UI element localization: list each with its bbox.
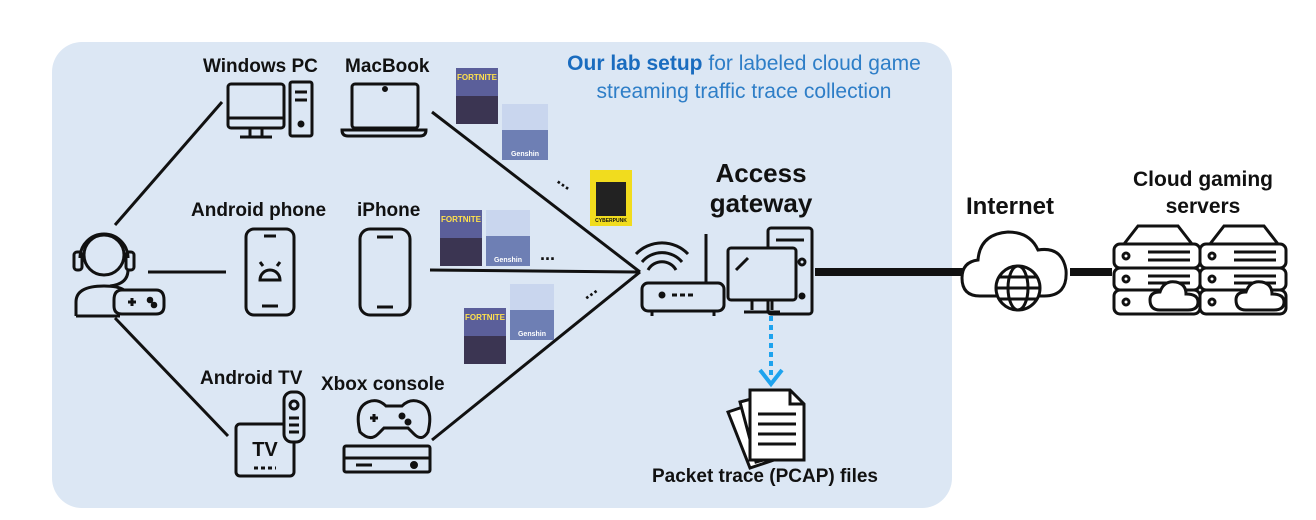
title-rest: for labeled cloud game streaming traffic… — [596, 52, 921, 103]
cover-genshin-1: Genshin — [502, 104, 548, 160]
android-tv-icon — [234, 390, 306, 478]
cover-cyberpunk-text: CYBERPUNK — [595, 218, 627, 224]
macbook-icon — [340, 82, 428, 138]
line-user-tv — [113, 316, 230, 438]
cover-genshin-2-text: Genshin — [494, 257, 522, 264]
label-iphone: iPhone — [357, 200, 421, 221]
label-android-tv: Android TV — [200, 368, 303, 389]
label-pcap: Packet trace (PCAP) files — [652, 466, 878, 487]
line-iphone-gateway — [429, 268, 641, 274]
gamer-icon — [72, 232, 166, 318]
ellipsis-xbox: ... — [577, 278, 601, 303]
cover-genshin-3-text: Genshin — [518, 331, 546, 338]
line-xbox-gateway — [431, 270, 641, 442]
cover-fortnite-1: FORTNITE — [456, 68, 498, 124]
cover-cyberpunk: CYBERPUNK — [590, 170, 632, 226]
line-user-pc — [113, 101, 224, 226]
internet-cloud-icon — [960, 230, 1068, 312]
cover-fortnite-3-text: FORTNITE — [465, 313, 506, 322]
xbox-console-icon — [342, 399, 432, 474]
cover-genshin-3: Genshin — [510, 284, 554, 340]
pcap-files-icon — [726, 388, 806, 470]
label-internet: Internet — [966, 193, 1055, 220]
game-covers: FORTNITE Genshin CYBERPUNK FORTNITE Gens… — [440, 68, 632, 364]
cover-fortnite-2: FORTNITE — [440, 210, 482, 266]
android-phone-icon — [244, 227, 296, 317]
cover-fortnite-1-text: FORTNITE — [457, 73, 498, 82]
line-macbook-gateway — [431, 110, 641, 274]
label-xbox: Xbox console — [321, 374, 445, 395]
cover-genshin-2: Genshin — [486, 210, 530, 266]
title-highlight: Our lab setup — [567, 52, 703, 75]
label-macbook: MacBook — [345, 56, 430, 77]
label-cloud-servers: Cloud gaming servers — [1133, 168, 1273, 218]
tv-screen-text: TV — [252, 439, 278, 461]
gateway-computer-icon — [726, 226, 814, 316]
iphone-icon — [358, 227, 412, 317]
label-android-phone: Android phone — [191, 200, 327, 221]
cover-genshin-1-text: Genshin — [511, 151, 539, 158]
diagram-title: Our lab setup for labeled cloud game str… — [520, 50, 968, 106]
cloud-servers-icon — [1112, 224, 1288, 316]
cover-fortnite-2-text: FORTNITE — [441, 215, 482, 224]
capture-arrow — [758, 316, 784, 388]
label-access-gateway: Access gateway — [709, 158, 813, 218]
label-windows-pc: Windows PC — [203, 56, 318, 77]
windows-pc-icon — [226, 80, 314, 139]
router-icon — [634, 234, 726, 316]
cover-fortnite-3: FORTNITE — [464, 308, 506, 364]
connection-lines — [113, 101, 641, 442]
ellipsis-macbook: ... — [554, 169, 578, 194]
ellipsis-iphone: ... — [540, 244, 555, 264]
